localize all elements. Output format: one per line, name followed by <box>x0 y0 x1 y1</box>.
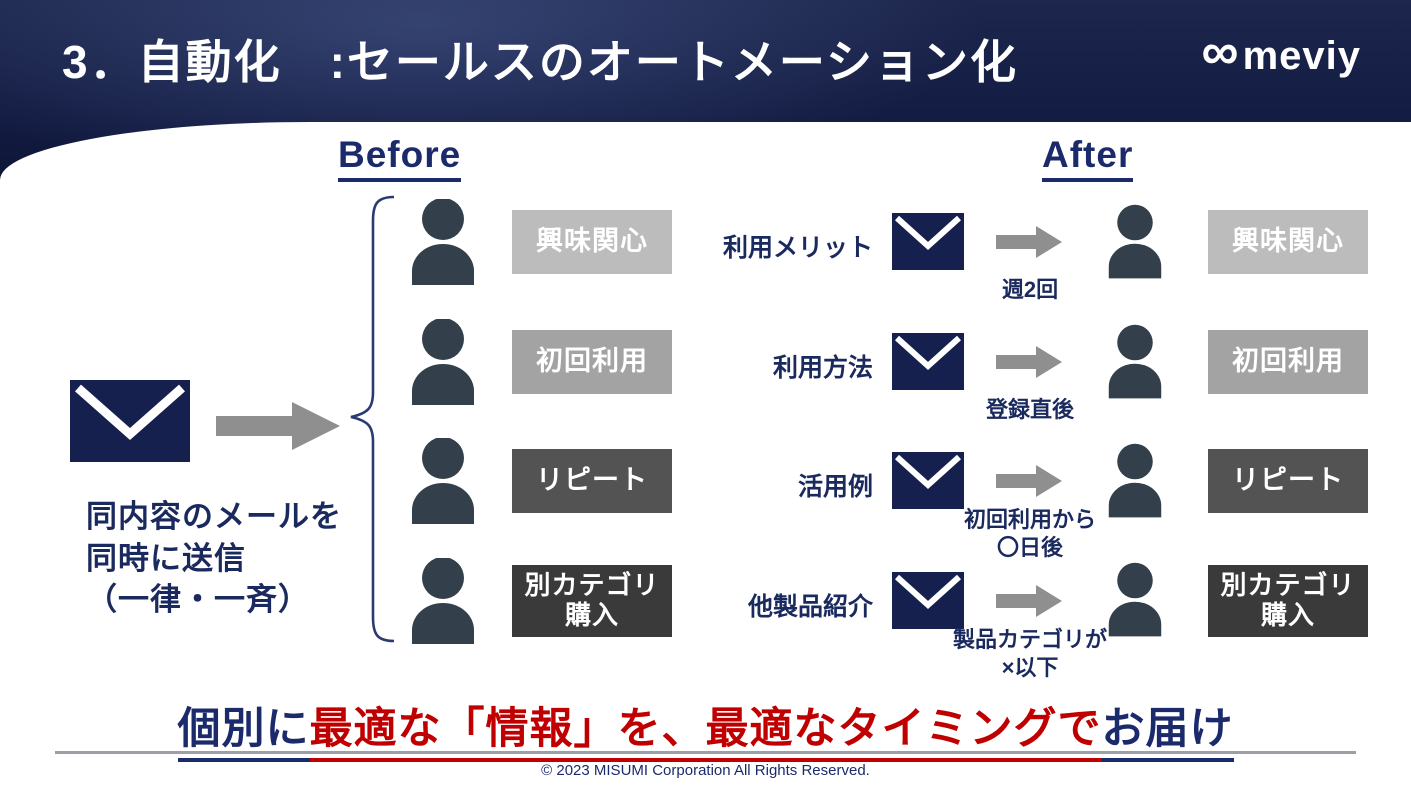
key-message: 個別に最適な「情報」を、最適なタイミングでお届け <box>0 694 1411 762</box>
envelope-icon <box>892 213 964 270</box>
segment-box: リピート <box>1208 449 1368 513</box>
copyright: © 2023 MISUMI Corporation All Rights Res… <box>541 762 870 779</box>
envelope-icon <box>892 452 964 509</box>
segment-box: 興味関心 <box>512 210 672 274</box>
segment-box: 別カテゴリ 購入 <box>1208 565 1368 637</box>
person-icon <box>412 558 474 644</box>
segment-box: 初回利用 <box>1208 330 1368 394</box>
segment-box: リピート <box>512 449 672 513</box>
envelope-icon <box>892 572 964 629</box>
brace-icon <box>350 195 395 643</box>
before-caption: 同内容のメールを 同時に送信 （一律・一斉） <box>86 499 342 618</box>
segment-box: 初回利用 <box>512 330 672 394</box>
arrow-right-icon <box>996 585 1062 617</box>
timing-caption: 週2回 <box>1001 277 1059 302</box>
timing-caption: 製品カテゴリが ×以下 <box>952 627 1107 680</box>
key-message-part: 個別に <box>177 694 310 762</box>
person-icon <box>412 199 474 285</box>
arrow-right-icon <box>996 465 1062 497</box>
mail-content-label: 利用メリット <box>722 234 873 262</box>
content-background <box>0 122 1411 794</box>
envelope-icon <box>892 333 964 390</box>
person-icon <box>412 319 474 405</box>
mail-content-label: 活用例 <box>797 473 873 501</box>
timing-caption: 初回利用から 〇日後 <box>963 507 1096 560</box>
timing-caption: 登録直後 <box>985 397 1074 422</box>
segment-box: 興味関心 <box>1208 210 1368 274</box>
infinity-icon: ∞ <box>1201 23 1239 81</box>
after-heading: After <box>1042 134 1134 182</box>
person-icon <box>1108 443 1162 518</box>
person-icon <box>1108 562 1162 637</box>
arrow-right-icon <box>996 346 1062 378</box>
arrow-right-icon <box>216 402 340 450</box>
person-icon <box>1108 324 1162 399</box>
mail-content-label: 利用方法 <box>772 354 873 382</box>
footer-divider <box>55 751 1356 754</box>
key-message-part: お届け <box>1101 694 1234 762</box>
mail-content-label: 他製品紹介 <box>747 593 873 621</box>
arrow-right-icon <box>996 226 1062 258</box>
page-title: 3．自動化 :セールスのオートメーション化 <box>62 36 1018 88</box>
logo-text: meviy <box>1242 33 1361 78</box>
meviy-logo: ∞ meviy <box>1202 26 1362 82</box>
segment-box: 別カテゴリ 購入 <box>512 565 672 637</box>
envelope-icon <box>70 380 190 462</box>
before-heading: Before <box>338 134 462 182</box>
key-message-part: 最適な「情報」を、最適なタイミングで <box>309 694 1102 762</box>
person-icon <box>412 438 474 524</box>
person-icon <box>1108 204 1162 279</box>
